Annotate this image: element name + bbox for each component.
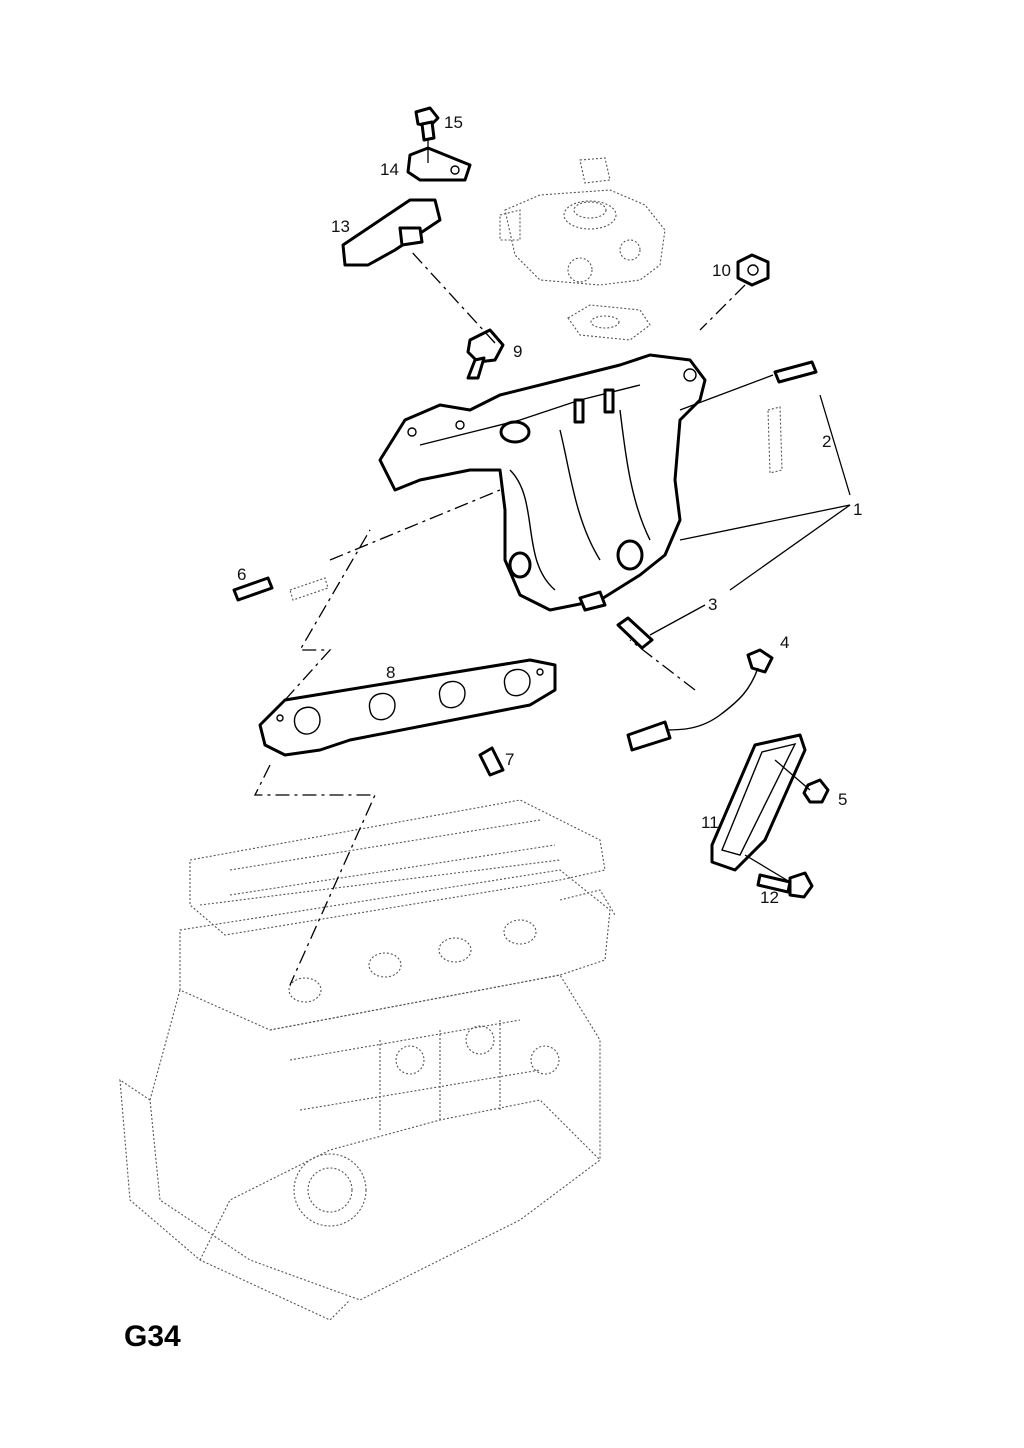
callout-15: 15 (444, 113, 463, 132)
callout-10: 10 (712, 261, 731, 280)
dowel-pin (767, 360, 818, 474)
callout-3: 3 (708, 595, 717, 614)
manifold-gasket (258, 658, 557, 757)
figure-id: G34 (124, 1320, 181, 1353)
intake-manifold (378, 353, 707, 612)
callout-7: 7 (505, 750, 514, 769)
leader-lines (253, 140, 851, 986)
callout-12: 12 (760, 888, 779, 907)
stud-short (478, 746, 505, 777)
stud (616, 616, 654, 650)
engine-block (119, 799, 616, 1321)
support-bracket (710, 733, 807, 872)
hex-nut (802, 778, 830, 804)
hex-screw (414, 106, 440, 142)
callout-13: 13 (331, 217, 350, 236)
vacuum-hose (626, 648, 774, 752)
breather-pipe (341, 198, 442, 267)
callout-8: 8 (386, 663, 395, 682)
flange-bolt (466, 328, 505, 380)
flange-nut (736, 253, 770, 287)
throttle-body (499, 157, 666, 341)
mounting-bracket (406, 146, 472, 182)
callout-9: 9 (513, 342, 522, 361)
callout-4: 4 (780, 633, 789, 652)
callout-1: 1 (853, 500, 862, 519)
callout-11: 11 (701, 813, 719, 832)
callout-5: 5 (838, 790, 847, 809)
callout-2: 2 (822, 432, 831, 451)
callout-labels: 1 2 3 4 5 6 7 8 9 10 11 12 13 14 15 (237, 113, 862, 907)
dowel-pin-small (232, 576, 329, 602)
bracket-bolt (756, 871, 814, 899)
callout-6: 6 (237, 565, 246, 584)
callout-14: 14 (380, 160, 399, 179)
